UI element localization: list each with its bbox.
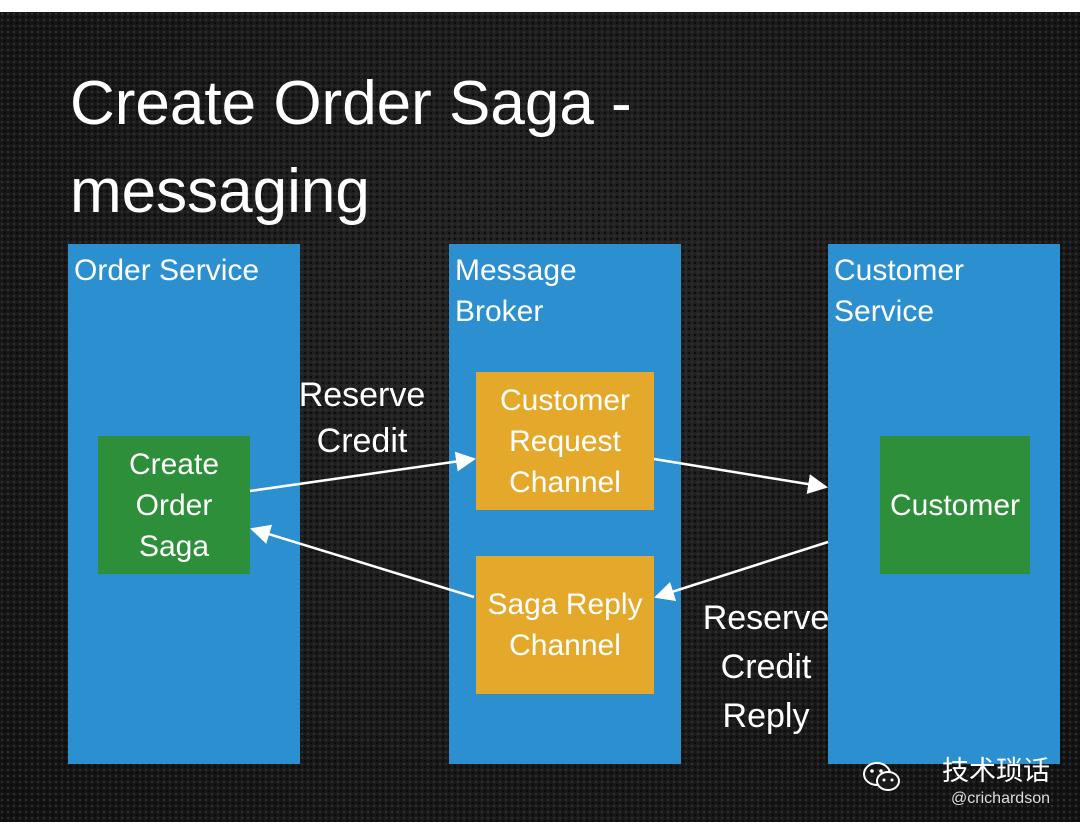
create-order-saga-line-2: Order (135, 488, 213, 522)
arrow-customer-to-reply-channel (654, 540, 829, 602)
customer-service-label-line-1: Customer (834, 254, 965, 287)
customer-box: Customer (880, 436, 1030, 574)
customer-box-label: Customer (889, 488, 1021, 522)
reserve-credit-reply-label-line-3: Reply (722, 697, 810, 735)
watermark-text: 技术琐话 (942, 756, 1050, 786)
wechat-icon (863, 762, 900, 791)
reserve-credit-reply-label: Reserve Credit Reply (686, 594, 846, 741)
create-order-saga-line-3: Saga (138, 529, 210, 563)
customer-service-label-line-2: Service (834, 295, 935, 328)
message-broker-label-line-2: Broker (455, 295, 544, 328)
reserve-credit-label-line-2: Credit (316, 422, 408, 460)
title-line-1: Create Order Saga - (70, 69, 632, 138)
create-order-saga-line-1: Create (128, 447, 220, 481)
create-order-saga-box: Create Order Saga (98, 436, 250, 574)
title-line-2: messaging (70, 157, 370, 226)
customer-request-channel-line-2: Request (509, 424, 621, 458)
saga-reply-channel-line-2: Channel (509, 629, 621, 662)
watermark-handle: @crichardson (951, 790, 1050, 807)
reserve-credit-reply-label-line-2: Credit (720, 648, 812, 686)
slide: Create Order Saga - messaging Order Serv… (0, 12, 1080, 822)
customer-request-channel-box: Customer Request Channel (476, 372, 654, 510)
reserve-credit-label: Reserve Credit (282, 372, 442, 464)
message-broker-label-line-1: Message (455, 254, 577, 287)
arrow-reply-channel-to-saga (250, 524, 475, 599)
customer-service-label: Customer Service (834, 250, 1056, 332)
order-service-label-line: Order Service (74, 254, 260, 287)
arrows-layer (249, 451, 829, 602)
customer-request-channel-line-3: Channel (509, 465, 621, 499)
reserve-credit-reply-label-line-1: Reserve (702, 599, 830, 637)
order-service-label: Order Service (74, 250, 296, 291)
arrow-saga-to-request-channel (249, 451, 476, 493)
reserve-credit-label-line-1: Reserve (298, 376, 426, 414)
saga-reply-channel-line-1: Saga Reply (487, 588, 643, 621)
customer-request-channel-line-1: Customer (499, 383, 631, 417)
saga-reply-channel-box: Saga Reply Channel (476, 556, 654, 694)
message-broker-label: Message Broker (455, 250, 677, 332)
arrow-request-channel-to-customer (653, 457, 828, 494)
slide-title: Create Order Saga - messaging (70, 60, 970, 236)
